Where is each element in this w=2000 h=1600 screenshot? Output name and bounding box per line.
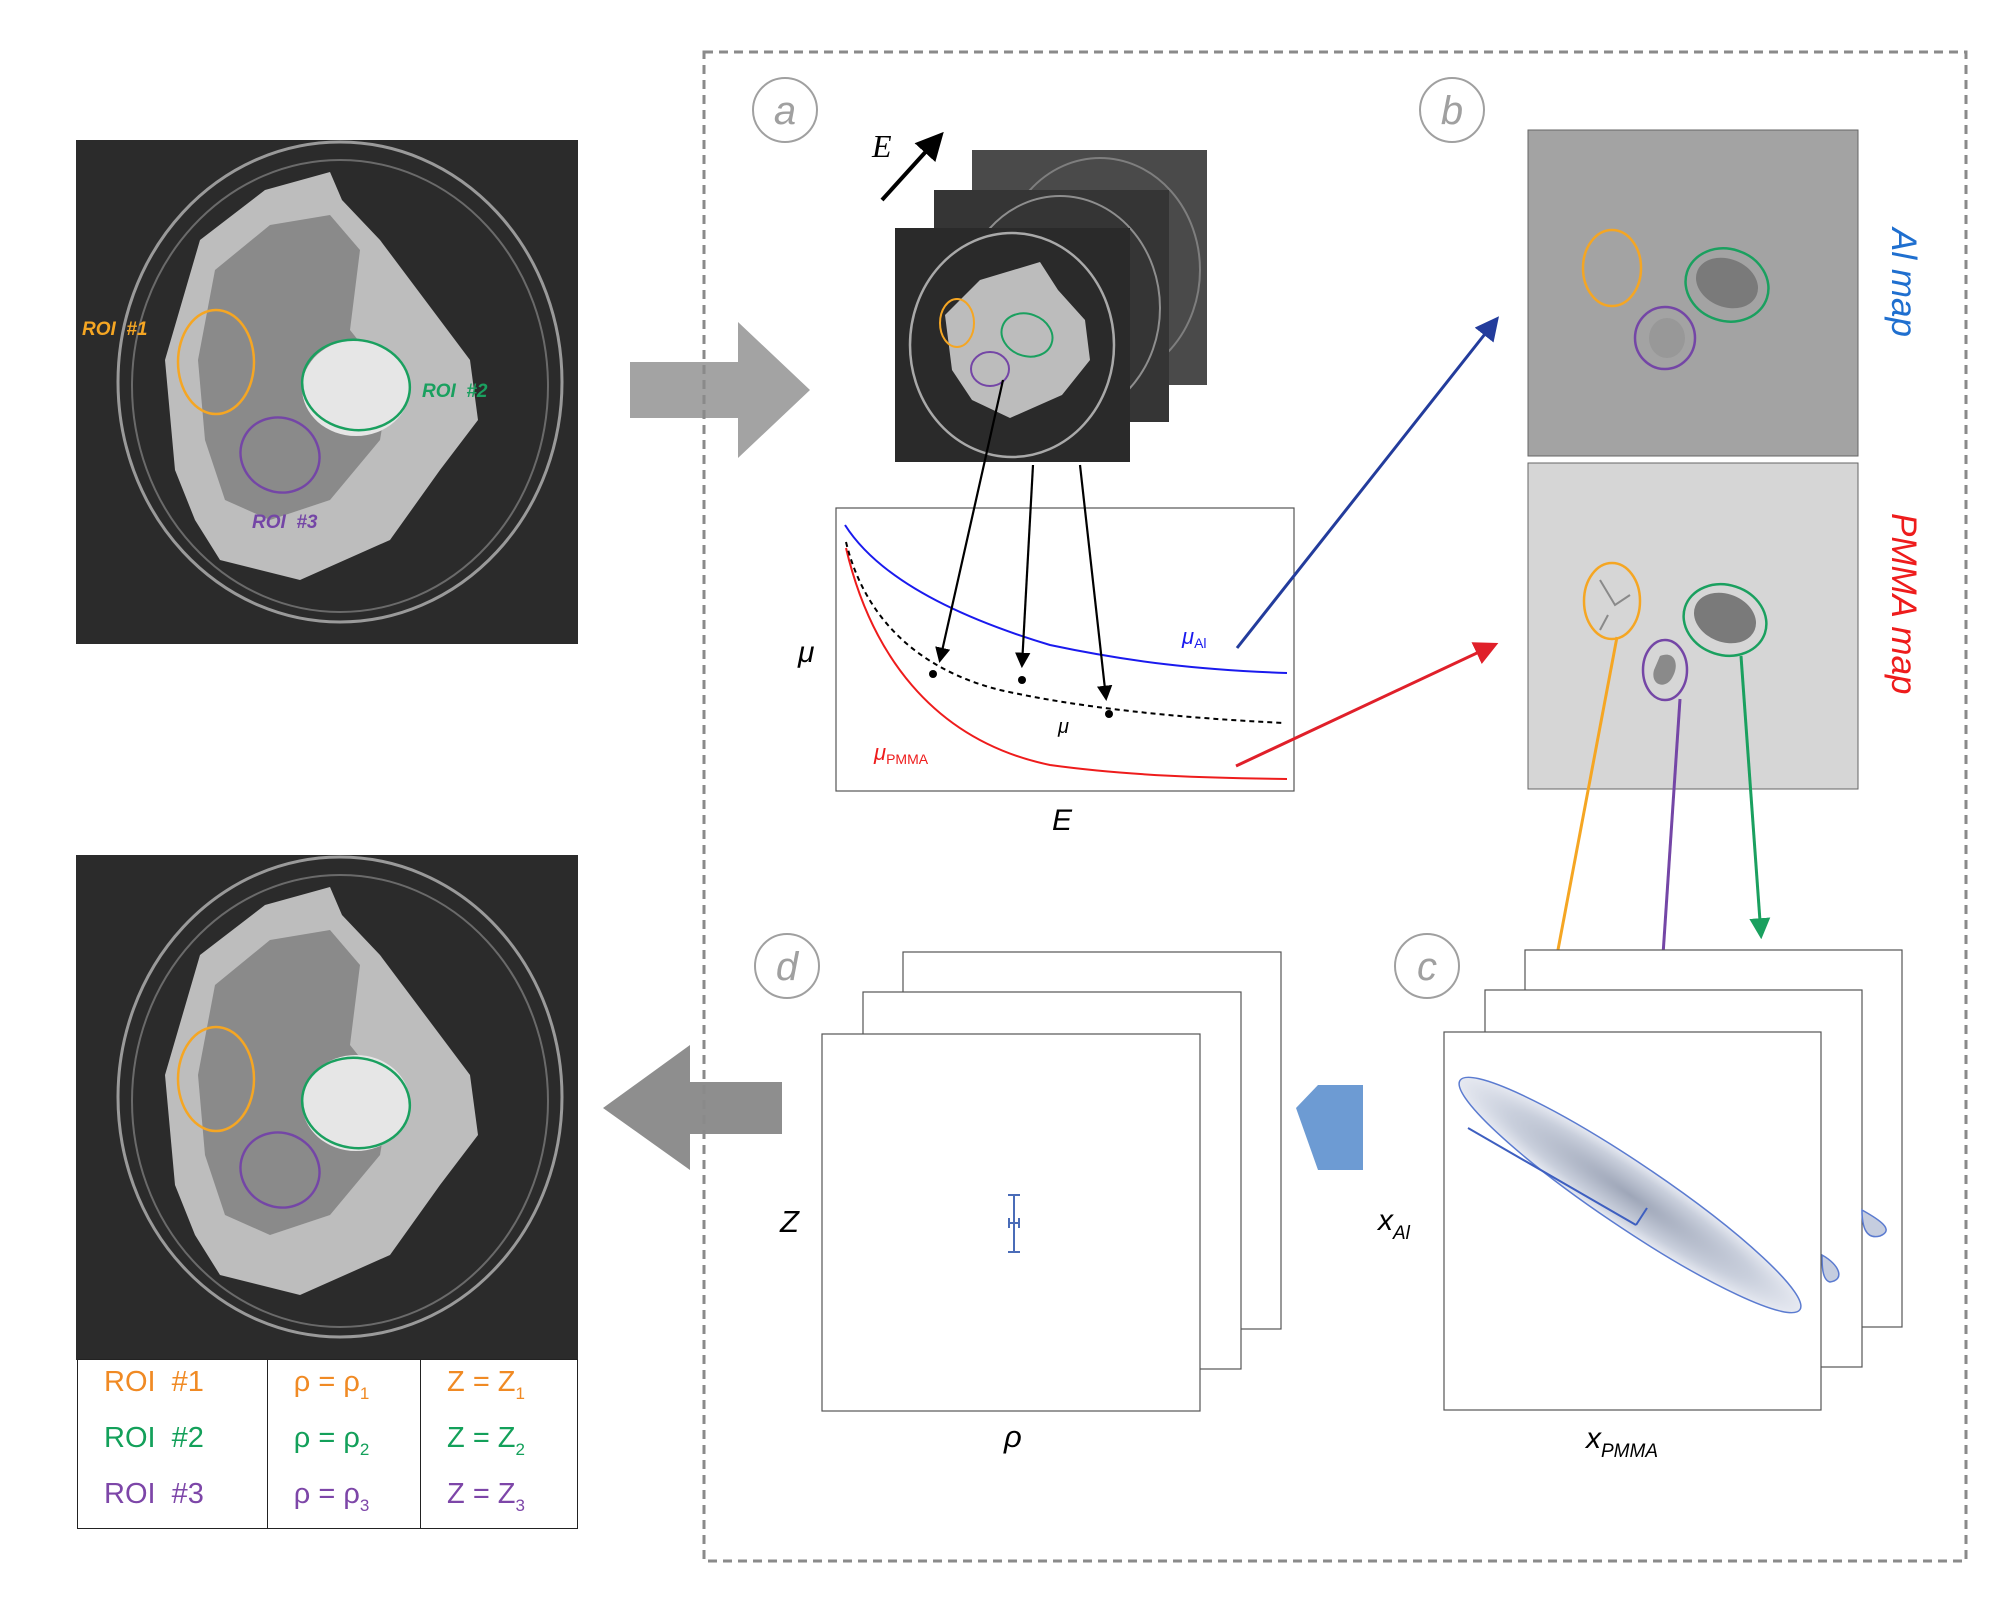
energy-axis-arrow bbox=[880, 131, 944, 202]
table-cell-roi: ROI #2 bbox=[104, 1422, 204, 1454]
ct-slice-icon bbox=[116, 855, 564, 1339]
pmma-map-label: PMMA map bbox=[1884, 513, 1923, 695]
plot-xlabel-e: E bbox=[1052, 804, 1073, 837]
panel-letter-b: b bbox=[1419, 77, 1485, 143]
al-map-arrow bbox=[1235, 316, 1499, 649]
attenuation-plot-frame bbox=[835, 507, 1295, 792]
sampling-arrow bbox=[1078, 464, 1113, 702]
panel-letter-c: c bbox=[1394, 933, 1460, 999]
table-row: ROI #3 ρ = ρ3 Z = Z3 bbox=[78, 1472, 578, 1529]
measured-point bbox=[1018, 676, 1026, 684]
input-ct-image: ROI #1 ROI #2 ROI #3 bbox=[76, 140, 578, 644]
mu-pmma-curve bbox=[845, 547, 1288, 780]
roi-1-label: ROI #1 bbox=[82, 319, 147, 340]
pentagon-arrow-icon bbox=[1296, 1085, 1363, 1170]
energy-image-stack bbox=[895, 150, 1207, 462]
roi-3-label: ROI #3 bbox=[252, 512, 318, 533]
block-arrow-icon bbox=[630, 322, 810, 458]
mu-measured-label: μ bbox=[1057, 716, 1069, 738]
mu-pmma-label: μPMMA bbox=[873, 740, 929, 767]
sampling-arrow bbox=[1014, 464, 1035, 669]
results-table: ROI #1 ρ = ρ1 Z = Z1 ROI #2 ρ = ρ2 Z = Z… bbox=[77, 1359, 578, 1529]
energy-axis-label: E bbox=[871, 128, 892, 164]
table-cell-rho: ρ = ρ2 bbox=[266, 1416, 421, 1472]
measured-point bbox=[929, 670, 937, 678]
ct-slice-icon bbox=[116, 140, 564, 624]
z-rho-plot-stack bbox=[821, 951, 1282, 1412]
table-cell-z: Z = Z1 bbox=[420, 1359, 578, 1416]
panel-letter-a: a bbox=[752, 77, 818, 143]
sampling-arrow bbox=[935, 379, 1005, 664]
mu-al-curve bbox=[844, 524, 1288, 674]
svg-text:d: d bbox=[776, 945, 800, 989]
concentration-plot-stack bbox=[1443, 949, 1903, 1411]
d-xlabel: ρ bbox=[1003, 1419, 1022, 1454]
block-arrow-icon bbox=[603, 1045, 782, 1170]
panel-letter-d: d bbox=[754, 933, 820, 999]
table-cell-z: Z = Z3 bbox=[420, 1472, 578, 1529]
table-cell-roi: ROI #1 bbox=[104, 1366, 204, 1398]
processing-box bbox=[702, 50, 1968, 1563]
svg-text:c: c bbox=[1417, 945, 1437, 989]
roi-2-label: ROI #2 bbox=[422, 381, 488, 402]
plot-ylabel-mu: μ bbox=[797, 636, 814, 669]
table-cell-rho: ρ = ρ3 bbox=[266, 1472, 421, 1529]
svg-text:b: b bbox=[1441, 89, 1463, 133]
roi-3-arrow bbox=[1651, 698, 1682, 990]
c-xlabel: xPMMA bbox=[1584, 1422, 1658, 1462]
svg-text:a: a bbox=[774, 89, 796, 133]
pmma-map-image bbox=[1527, 462, 1859, 790]
measured-point bbox=[1105, 710, 1113, 718]
roi-2-arrow bbox=[1739, 655, 1771, 940]
al-map-image bbox=[1527, 129, 1859, 457]
mu-al-label: μAl bbox=[1181, 624, 1207, 651]
pmma-map-arrow bbox=[1235, 642, 1499, 768]
al-map-label: Al map bbox=[1884, 226, 1923, 337]
d-ylabel: Z bbox=[779, 1204, 800, 1239]
table-row: ROI #2 ρ = ρ2 Z = Z2 bbox=[78, 1416, 578, 1472]
c-ylabel: xAl bbox=[1376, 1204, 1411, 1244]
table-row: ROI #1 ρ = ρ1 Z = Z1 bbox=[78, 1359, 578, 1416]
table-cell-roi: ROI #3 bbox=[104, 1478, 204, 1510]
table-cell-z: Z = Z2 bbox=[420, 1416, 578, 1472]
mu-measured-curve bbox=[845, 541, 1286, 724]
table-cell-rho: ρ = ρ1 bbox=[266, 1359, 421, 1416]
output-ct-image bbox=[76, 855, 578, 1360]
